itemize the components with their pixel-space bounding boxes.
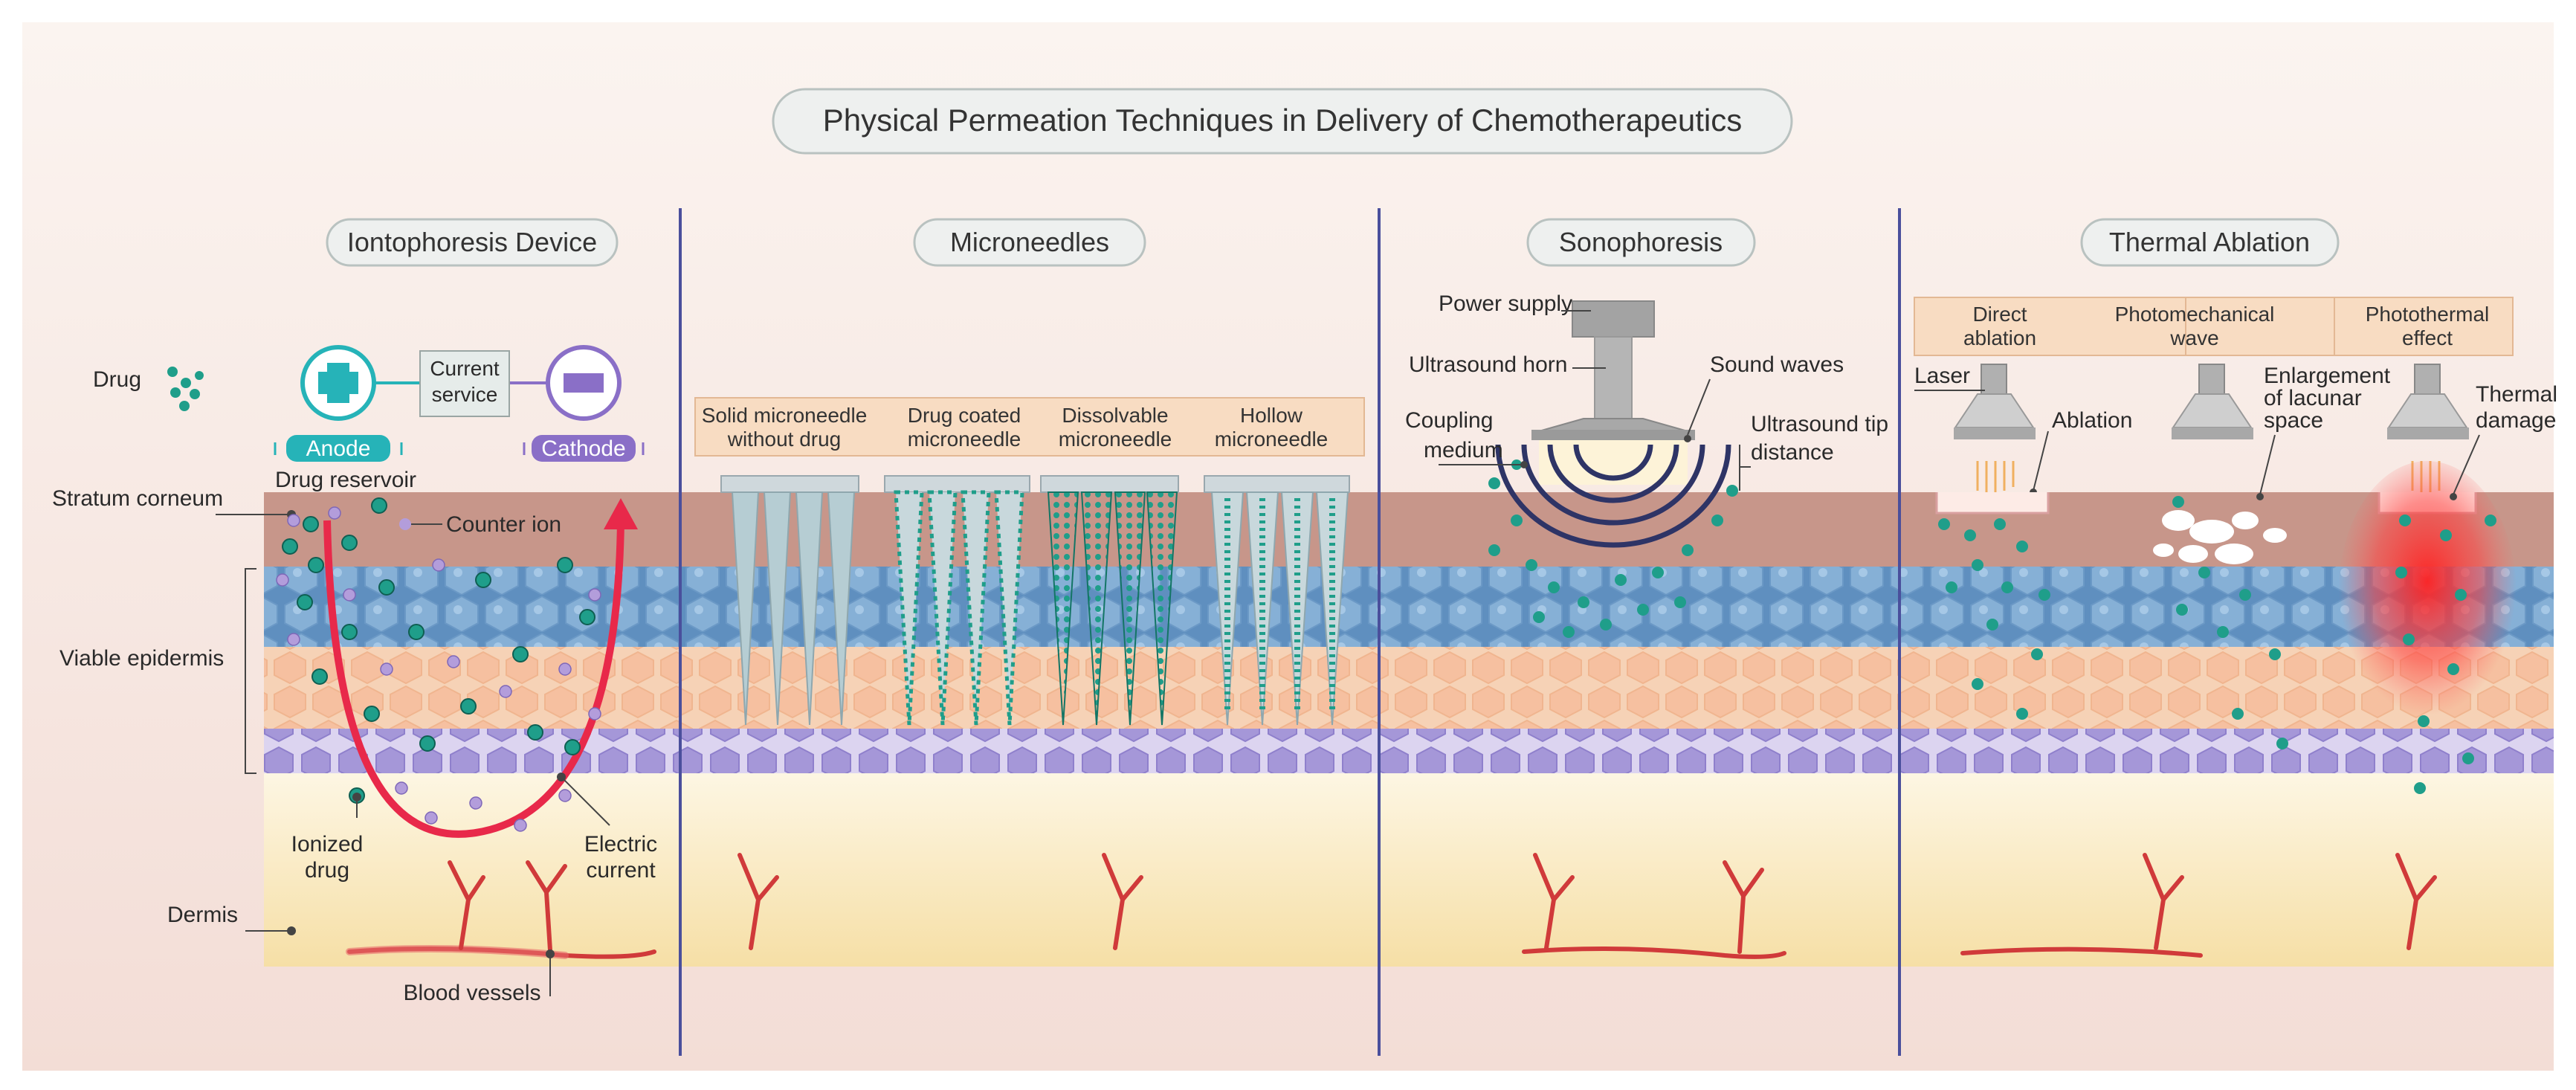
microneedle-header-bar [694,397,1365,457]
current-label-2: service [432,383,498,406]
label-enlargement-3: space [2264,408,2323,433]
section-dividers [679,208,1901,1056]
iontophoresis-panel: Drug Anode Current service Cathode Drug … [93,345,657,1005]
label-dissolvable-2: microneedle [1059,428,1172,451]
page-title: Physical Permeation Techniques in Delive… [823,103,1743,138]
label-direct-1: Direct [1972,303,2027,326]
label-coupling-1: Coupling [1405,408,1493,433]
microneedles-panel: Solid microneedle without drug Drug coat… [694,397,1365,726]
label-coated-2: microneedle [908,428,1021,451]
label-thermal-damage-2: damage [2476,408,2556,433]
label-hollow-2: microneedle [1215,428,1329,451]
label-thermal-damage-1: Thermal [2476,382,2557,407]
thermal-drug-dots [1938,496,2496,794]
label-electric-1: Electric [584,832,657,857]
layer-labels: Stratum corneum Viable epidermis Dermis [52,486,296,935]
label-drug-reservoir: Drug reservoir [275,468,416,492]
sound-waves [1495,444,1731,548]
label-power-supply: Power supply [1439,291,1572,316]
label-photothermal: Photothermal [2366,303,2490,326]
label-enlargement-1: Enlargement [2264,364,2391,388]
section-title-thermal: Thermal Ablation [2109,227,2310,257]
drug-dots-legend [167,367,204,411]
label-solid-1: Solid microneedle [702,404,868,427]
section-title-iontophoresis: Iontophoresis Device [347,227,597,257]
ablation-crater [1935,492,2050,515]
label-hollow-1: Hollow [1240,404,1303,427]
sono-drug-dots [1488,459,1738,638]
laser-device-3 [2387,364,2469,494]
label-photomechanical: Photomechanical [2115,303,2275,326]
peach-epidermis-layer [264,647,2554,729]
plus-icon [318,372,358,394]
thermal-header-bar [1914,297,2186,356]
ultrasound-horn [1594,336,1633,419]
label-viable-epidermis: Viable epidermis [59,646,224,671]
title-pill [772,88,1793,155]
electric-current-arrow [323,520,624,838]
section-pill-sonophoresis [1526,218,1756,267]
label-laser: Laser [1914,364,1970,388]
current-label-1: Current [430,357,500,380]
label-ionized-1: Ionized [291,832,364,857]
section-title-microneedles: Microneedles [950,227,1109,257]
section-pill-thermal [2080,218,2340,267]
label-sound-waves: Sound waves [1710,352,1844,377]
laser-device-1 [1954,364,2036,494]
sonophoresis-panel: Power supply Ultrasound horn Sound waves… [1405,291,1888,638]
power-supply-block [1572,300,1655,338]
thermal-damage-zone [2338,461,2517,729]
solid-microneedle-array [720,475,859,726]
label-stratum-corneum: Stratum corneum [52,486,223,511]
label-electric-2: current [586,858,656,883]
label-tip-distance-2: distance [1751,440,1834,465]
label-counter-ion: Counter ion [446,512,561,537]
cathode-tag [532,435,636,462]
label-dermis: Dermis [167,903,238,927]
blue-epidermis-layer [264,567,2554,647]
dissolvable-microneedle-array [1040,475,1179,726]
label-dissolvable-1: Dissolvable [1062,404,1168,427]
dermis-layer [264,773,2554,967]
counter-ion-dots [276,506,601,832]
label-solid-2: without drug [727,428,842,451]
label-coated-1: Drug coated [908,404,1021,427]
label-coupling-2: medium [1424,438,1503,462]
blood-vessels [346,853,2437,959]
lacunar-spaces [2153,510,2287,564]
section-headers: Iontophoresis Device Microneedles Sonoph… [326,218,2340,267]
cathode-label: Cathode [541,436,625,461]
label-tip-distance-1: Ultrasound tip [1751,412,1888,436]
ionized-drug-dots [282,497,595,804]
section-title-sonophoresis: Sonophoresis [1559,227,1723,257]
laser-device-2 [2172,364,2253,439]
label-ionized-2: drug [305,858,349,883]
label-ablation: Ablation [2052,408,2132,433]
skin-layers [264,492,2554,967]
basal-layer [264,729,2554,773]
label-ultrasound-horn: Ultrasound horn [1409,352,1567,377]
label-effect: effect [2402,326,2453,349]
label-enlargement-2: of lacunar [2264,386,2362,410]
current-service-box [419,350,510,417]
label-wave: wave [2169,326,2218,349]
label-blood-vessels: Blood vessels [403,981,540,1005]
anode-tag [286,435,390,462]
minus-icon [564,373,604,393]
section-pill-microneedles [913,218,1146,267]
label-direct-2: ablation [1963,326,2036,349]
section-pill-iontophoresis [326,218,619,267]
coated-microneedle-array [884,475,1030,726]
thermal-panel: Direct ablation Photomechanical wave Pho… [1914,297,2557,794]
label-drug: Drug [93,367,141,392]
anode-label: Anode [306,436,371,461]
hollow-microneedle-array [1204,475,1350,726]
